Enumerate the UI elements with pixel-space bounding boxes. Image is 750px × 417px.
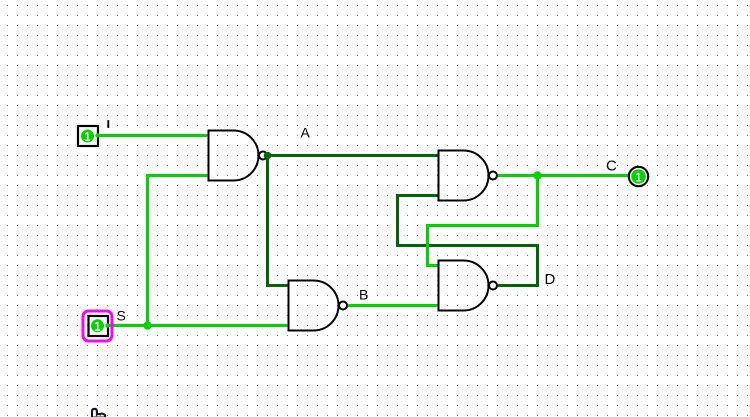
svg-text:S: S [117, 308, 126, 324]
svg-text:A: A [301, 125, 311, 141]
svg-text:C: C [606, 158, 617, 175]
svg-text:B: B [359, 287, 368, 303]
svg-text:D: D [545, 271, 556, 288]
